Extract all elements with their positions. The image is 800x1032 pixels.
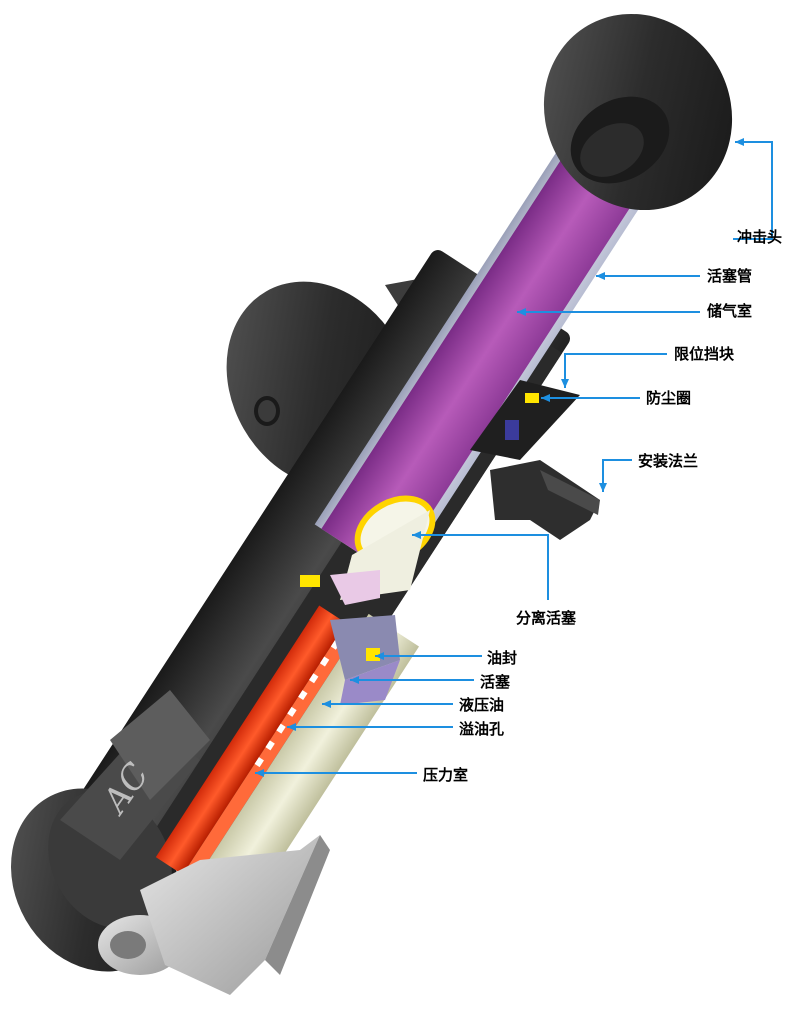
leader-impact-head-arrowhead — [735, 138, 744, 146]
leader-overflow-holes-arrowhead — [287, 723, 296, 731]
leader-dust-ring-arrowhead — [541, 394, 550, 402]
leader-lines — [255, 138, 773, 777]
label-limit-stop: 限位挡块 — [674, 345, 735, 363]
mount-flange-clamp — [470, 380, 600, 540]
label-separating-piston: 分离活塞 — [516, 609, 577, 627]
label-gas-chamber: 储气室 — [707, 302, 753, 320]
label-impact-head: 冲击头 — [737, 228, 783, 246]
leader-gas-chamber-arrowhead — [517, 308, 526, 316]
leader-oil-seal-arrowhead — [375, 652, 384, 660]
leader-piston-arrowhead — [350, 676, 359, 684]
leader-separating-piston — [412, 534, 549, 600]
label-mount-flange: 安装法兰 — [638, 452, 699, 470]
label-piston: 活塞 — [480, 673, 511, 691]
leader-hydraulic-oil-arrowhead — [322, 700, 331, 708]
label-overflow-holes: 溢油孔 — [459, 720, 505, 738]
label-piston-tube: 活塞管 — [707, 267, 753, 285]
label-hydraulic-oil: 液压油 — [459, 696, 505, 714]
leader-mount-flange — [602, 459, 632, 492]
label-oil-seal: 油封 — [487, 649, 518, 667]
leader-limit-stop-arrowhead — [561, 379, 569, 388]
end-collar — [60, 690, 210, 860]
leader-separating-piston-arrowhead — [412, 531, 421, 539]
piston-block — [300, 393, 539, 705]
leader-mount-flange-arrowhead — [599, 483, 607, 492]
label-pressure-chamber: 压力室 — [423, 766, 469, 784]
piston-tube — [314, 71, 693, 579]
end-cap — [140, 835, 330, 995]
leader-impact-head — [733, 141, 773, 240]
impact-head — [543, 13, 733, 211]
separating-piston — [330, 495, 436, 605]
leader-limit-stop — [564, 353, 667, 388]
label-dust-ring: 防尘圈 — [646, 389, 692, 407]
leader-piston-tube-arrowhead — [596, 272, 605, 280]
leader-pressure-chamber-arrowhead — [255, 769, 264, 777]
